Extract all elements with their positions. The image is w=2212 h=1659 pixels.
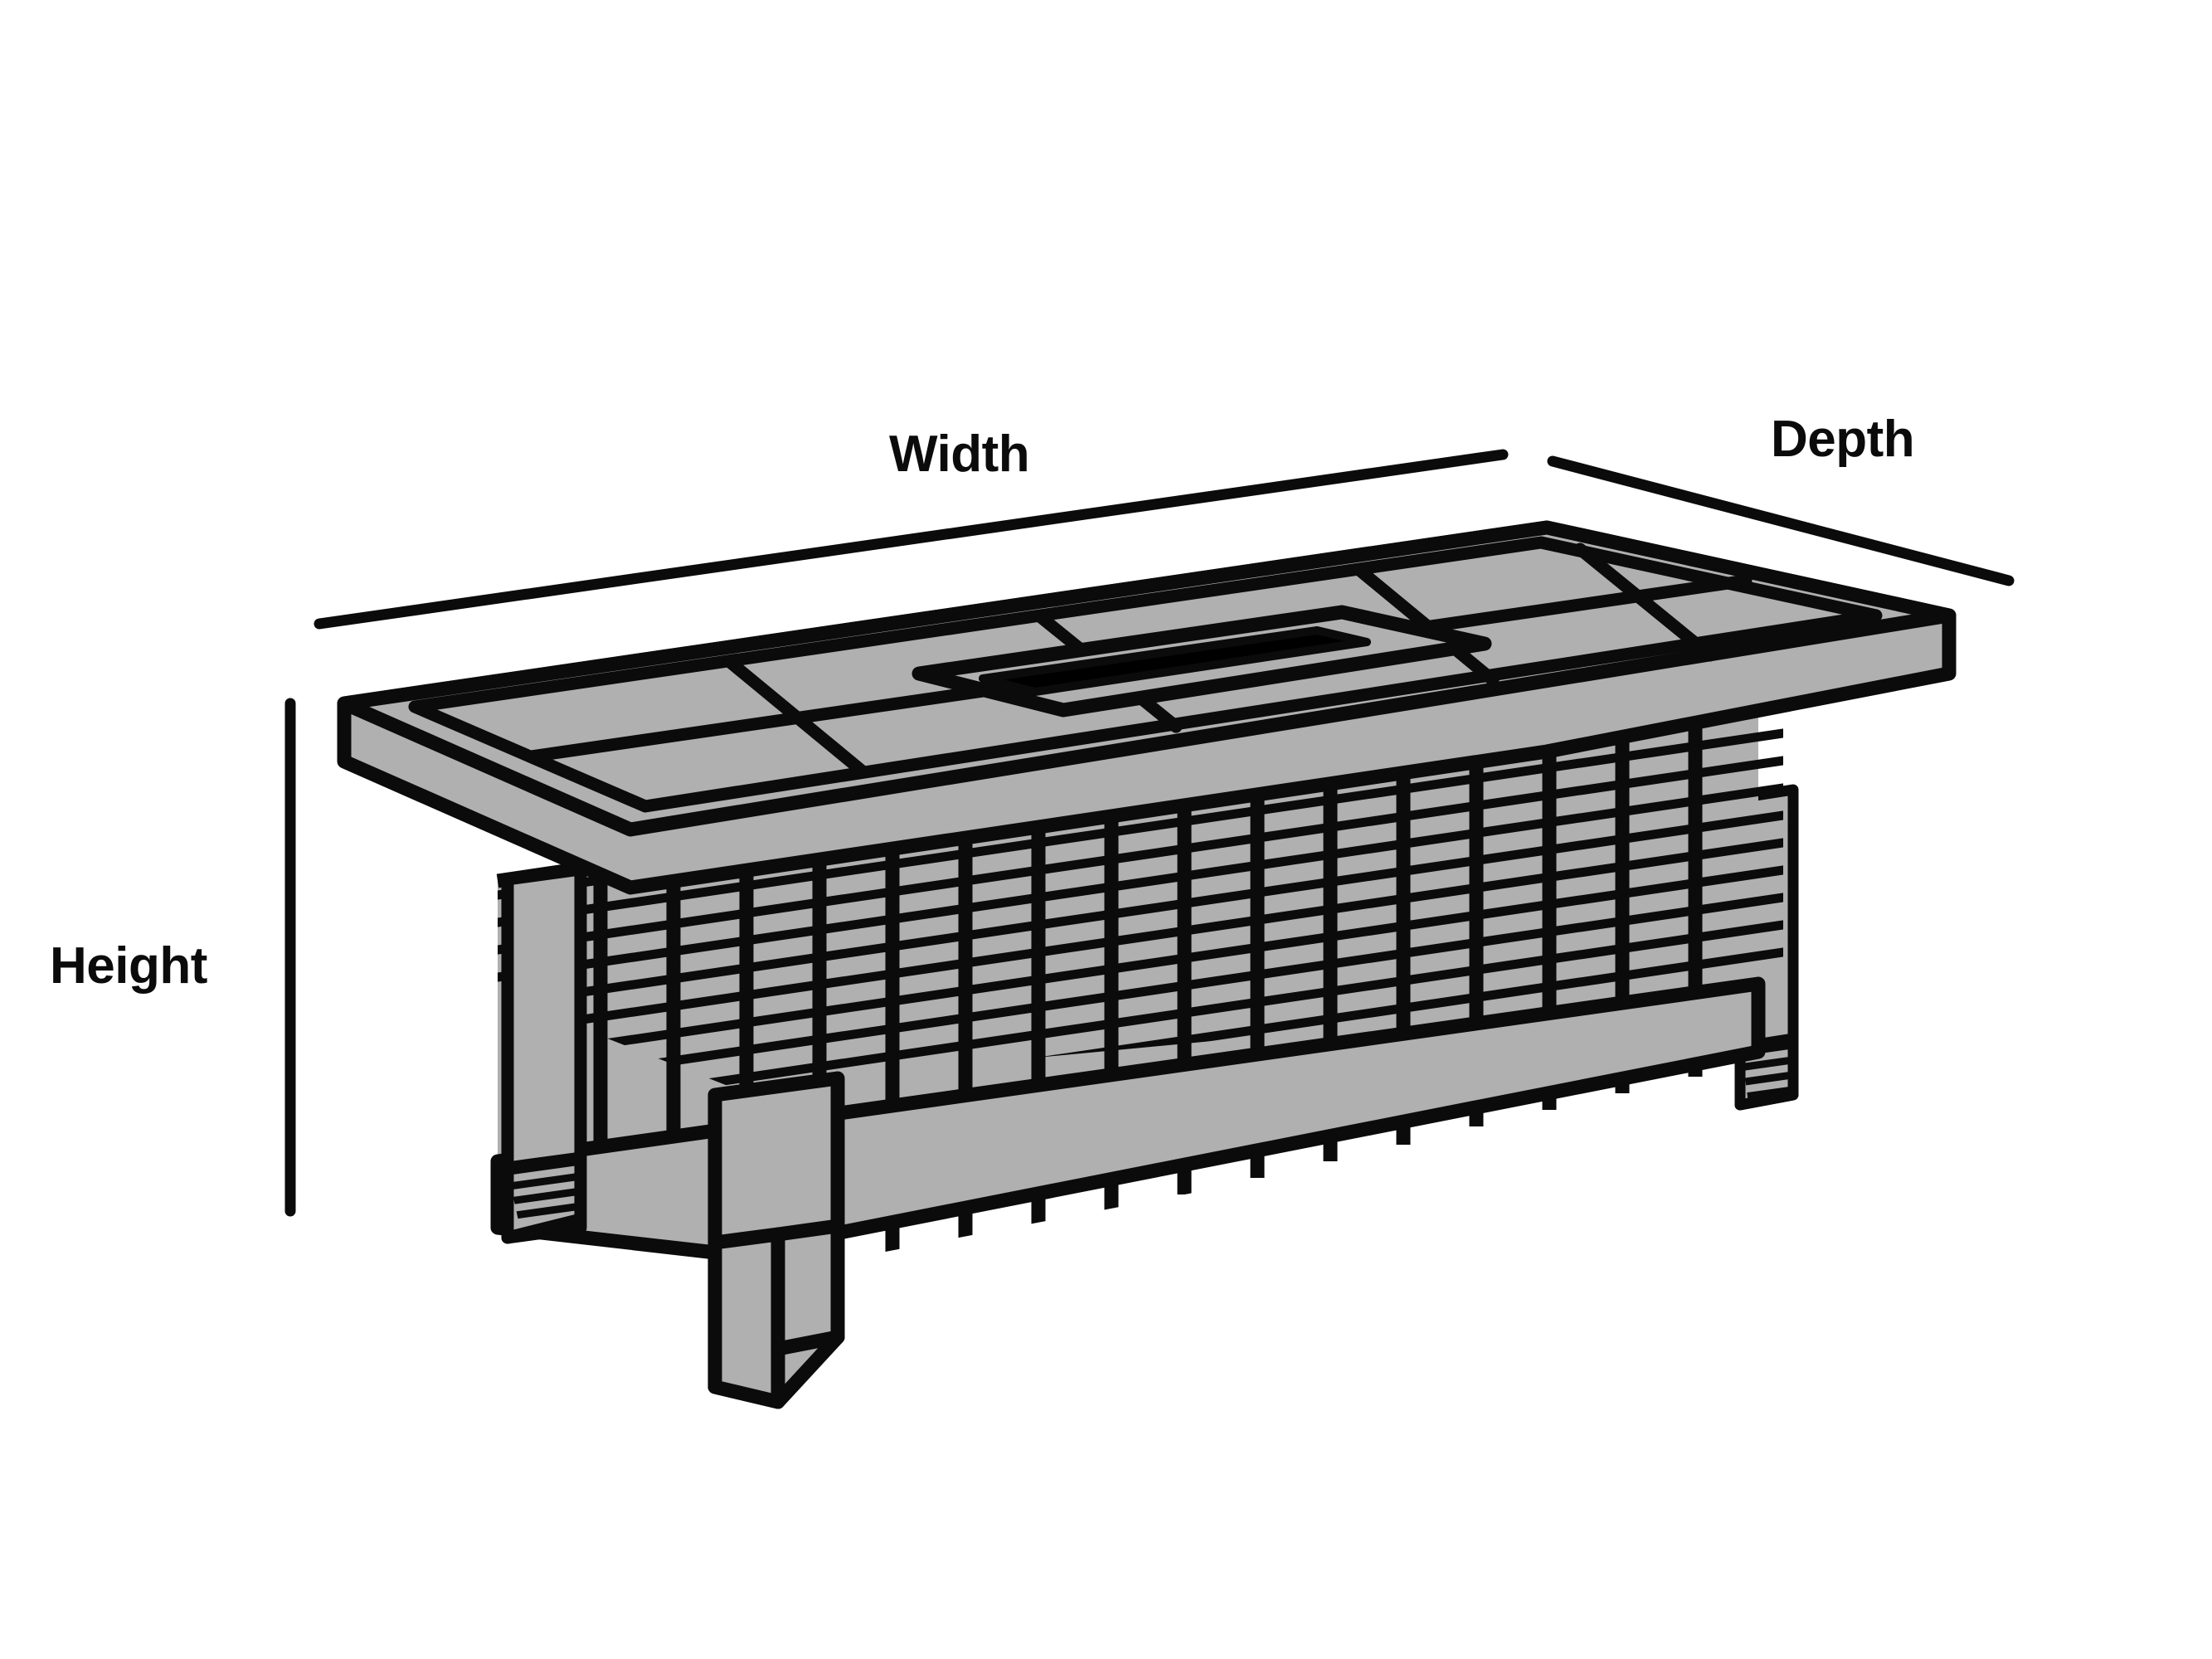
leg-back-left — [501, 863, 587, 1244]
slat-far-panel — [498, 698, 1783, 1087]
leg-front-left — [707, 1071, 845, 1409]
table-base — [490, 688, 1799, 1409]
dimension-lines — [284, 449, 2015, 1217]
table-illustration: Width Depth Height — [50, 411, 2015, 1409]
depth-label: Depth — [1771, 411, 1914, 468]
width-leader-line — [314, 449, 1509, 630]
width-label: Width — [889, 426, 1029, 483]
depth-leader-line — [1547, 455, 2015, 586]
tabletop-slab — [337, 520, 1957, 895]
height-label: Height — [50, 937, 207, 995]
burner-slot — [979, 626, 1371, 696]
tabletop-border-frame — [408, 536, 1883, 813]
